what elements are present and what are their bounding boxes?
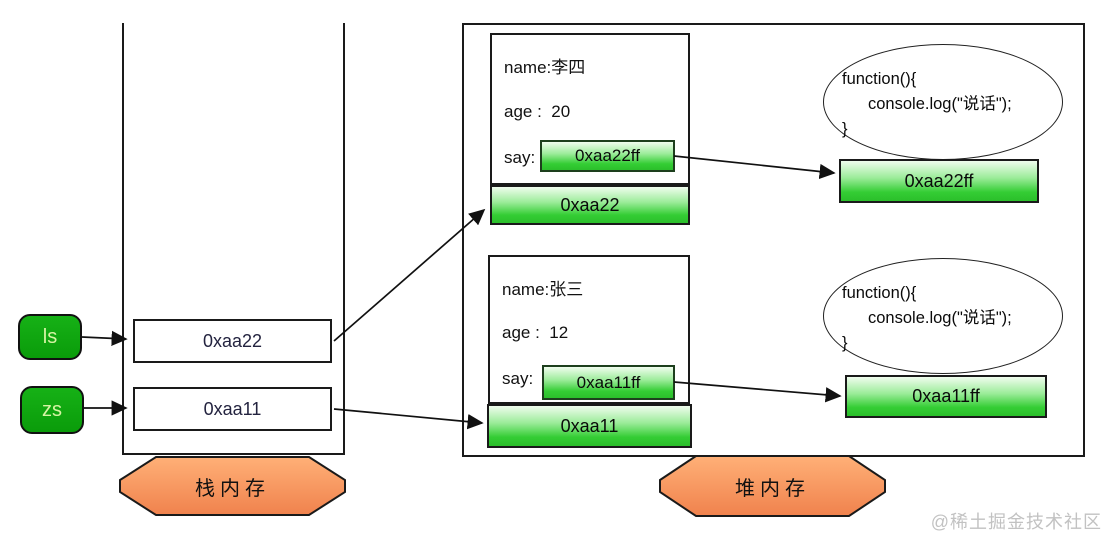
object-address-bar-0xaa11: 0xaa11 — [487, 404, 692, 448]
arrow-0xaa11-to-heap-object — [333, 408, 484, 430]
function-address-box-0xaa11ff: 0xaa11ff — [845, 375, 1047, 418]
stack-value-box-0xaa22: 0xaa22 — [133, 319, 332, 363]
stack-memory-label-octagon: 栈内存 — [119, 456, 346, 516]
stack-value-box-0xaa11: 0xaa11 — [133, 387, 332, 431]
object-address-bar-0xaa22: 0xaa22 — [490, 185, 690, 225]
stack-variable-ls: ls — [18, 314, 82, 360]
object-age-row: age : 12 — [502, 323, 569, 342]
arrow-ls-to-stack-box — [81, 330, 128, 346]
code-line: console.log("说话"); — [868, 95, 1012, 113]
function-ellipse-say-lisi: function(){ console.log("说话"); } — [823, 44, 1063, 160]
heap-memory-label-octagon: 堆内存 — [659, 455, 886, 517]
code-line: console.log("说话"); — [868, 309, 1012, 327]
say-pointer-0xaa22ff: 0xaa22ff — [540, 140, 675, 172]
object-say-label: say: — [502, 369, 534, 388]
object-name-row: name:张三 — [502, 280, 584, 299]
octagon-shape — [119, 456, 346, 516]
code-line: function(){ — [842, 284, 917, 302]
object-age-row: age : 20 — [504, 102, 571, 121]
stack-memory-label: 栈内存 — [195, 477, 270, 500]
stack-variable-zs: zs — [20, 386, 84, 434]
function-code: function(){ console.log("说话"); } — [842, 281, 1012, 356]
code-line: function(){ — [842, 70, 917, 88]
code-line: } — [842, 334, 848, 352]
object-say-label: say: — [504, 148, 536, 167]
octagon-shape — [659, 455, 886, 517]
function-ellipse-say-zhangsan: function(){ console.log("说话"); } — [823, 258, 1063, 374]
function-code: function(){ console.log("说话"); } — [842, 67, 1012, 142]
function-address-box-0xaa22ff: 0xaa22ff — [839, 159, 1039, 203]
watermark: @稀土掘金技术社区 — [930, 512, 1102, 532]
code-line: } — [842, 120, 848, 138]
object-name-row: name:李四 — [504, 58, 586, 77]
say-pointer-0xaa11ff: 0xaa11ff — [542, 365, 675, 400]
heap-memory-label: 堆内存 — [735, 477, 810, 500]
